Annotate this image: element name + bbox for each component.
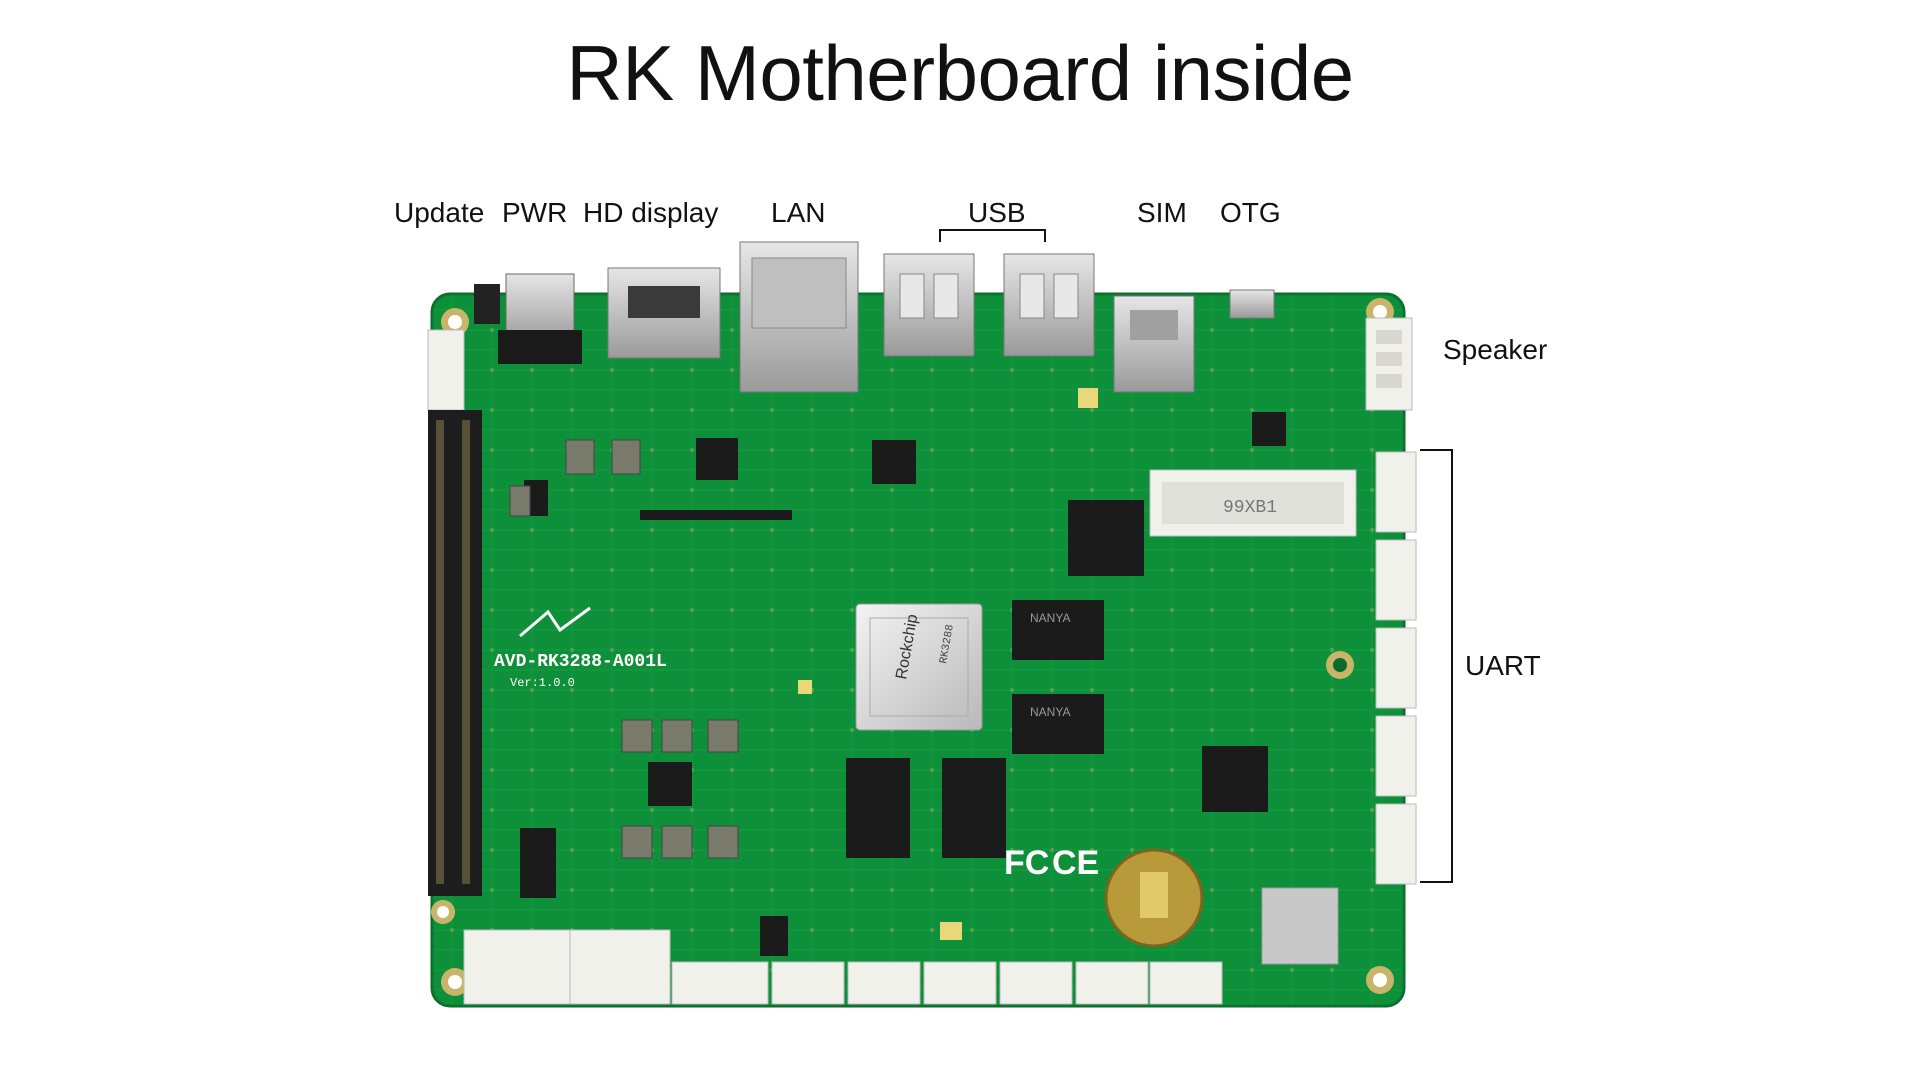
slot-marking: 99XB1 <box>1223 498 1277 518</box>
board-logo <box>519 606 591 638</box>
uart-connectors <box>1375 451 1417 885</box>
ic-chips <box>520 412 1286 956</box>
wifi-module <box>1261 887 1339 965</box>
usb-bracket <box>939 229 1046 242</box>
label-uart: UART <box>1465 650 1541 681</box>
usb-port-2 <box>1003 253 1095 357</box>
ce-mark: CE <box>1052 844 1099 882</box>
label-sim: SIM <box>1137 197 1187 228</box>
ram-chips: NANYA NANYA <box>846 600 1104 858</box>
svg-text:NANYA: NANYA <box>1030 705 1070 719</box>
svg-text:NANYA: NANYA <box>1030 611 1070 625</box>
board-model: AVD-RK3288-A001L <box>494 652 667 672</box>
fc-mark: FC <box>1004 844 1049 882</box>
page-title: RK Motherboard inside <box>566 29 1354 117</box>
mounting-holes <box>431 298 1394 996</box>
label-update: Update <box>394 197 485 228</box>
uart-bracket <box>1420 449 1453 883</box>
label-speaker: Speaker <box>1443 334 1548 365</box>
inductors <box>509 439 739 859</box>
label-otg: OTG <box>1220 197 1281 228</box>
otg-port <box>1229 289 1275 319</box>
bottom-connectors <box>463 929 1223 1005</box>
gpio-header <box>428 410 482 896</box>
soc-chip <box>855 603 983 731</box>
label-pwr: PWR <box>502 197 568 228</box>
board-version: Ver:1.0.0 <box>510 676 575 690</box>
fpc-connector <box>640 510 792 520</box>
label-usb: USB <box>968 197 1026 228</box>
left-connector <box>427 329 465 411</box>
update-button <box>474 284 500 324</box>
label-hd-display: HD display <box>583 197 719 228</box>
label-lan: LAN <box>771 197 826 228</box>
usb-port-1 <box>883 253 975 357</box>
